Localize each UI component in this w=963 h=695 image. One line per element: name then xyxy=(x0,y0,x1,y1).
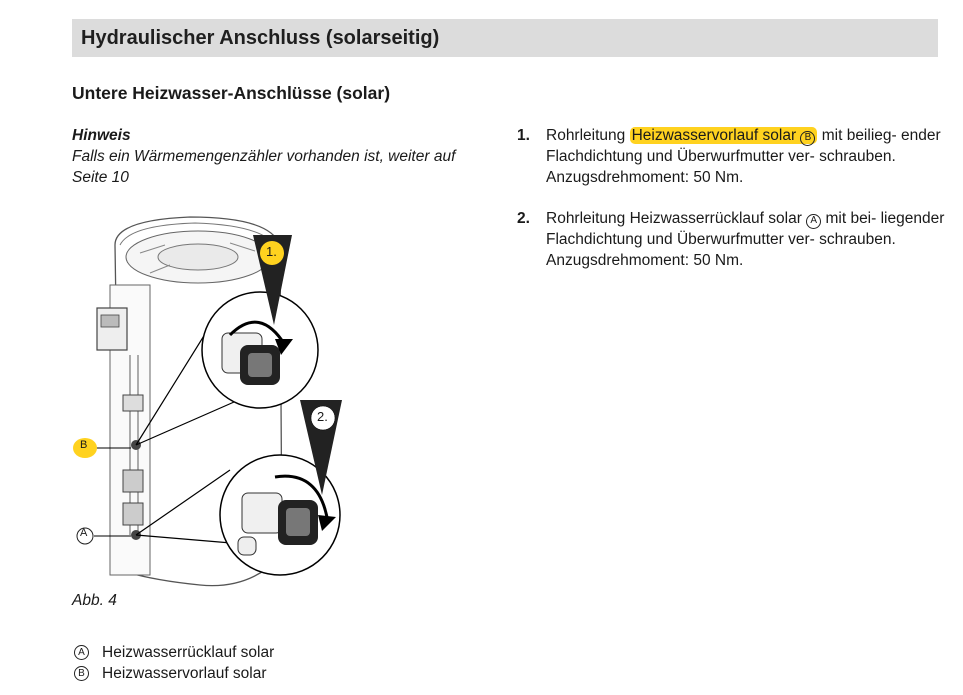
figure-legend: A Heizwasserrücklauf solar B Heizwasserv… xyxy=(74,642,274,684)
legend-item-a: A Heizwasserrücklauf solar xyxy=(74,642,274,663)
subheading: Untere Heizwasser-Anschlüsse (solar) xyxy=(72,83,391,103)
letter-b-badge: B xyxy=(800,130,816,146)
legend-text: Heizwasservorlauf solar xyxy=(102,665,267,682)
label-b: B xyxy=(80,439,88,451)
figure-caption: Abb. 4 xyxy=(72,592,117,609)
step-2: 2. Rohrleitung Heizwasserrücklauf solar … xyxy=(517,208,947,271)
note-text: Falls ein Wärmemengenzähler vorhanden is… xyxy=(72,148,456,186)
step-text-post: mit beilieg- xyxy=(817,127,897,144)
step-number: 2. xyxy=(517,210,530,227)
step-number: 1. xyxy=(517,127,530,144)
section-header: Hydraulischer Anschluss (solarseitig) xyxy=(72,19,938,57)
installation-illustration: 1. 2. B A xyxy=(70,205,380,595)
highlighted-term: Heizwasservorlauf solar B xyxy=(629,127,818,146)
legend-item-b: B Heizwasservorlauf solar xyxy=(74,663,274,684)
note-title: Hinweis xyxy=(72,127,131,144)
highlight-text: Heizwasservorlauf solar xyxy=(631,127,797,144)
step-text: Rohrleitung Heizwasservorlauf solar B mi… xyxy=(546,125,947,188)
tank-drawing xyxy=(73,216,342,587)
step-text: Rohrleitung Heizwasserrücklauf solar A m… xyxy=(546,208,947,271)
instruction-steps: 1. Rohrleitung Heizwasservorlauf solar B… xyxy=(517,125,947,291)
letter-a-badge: A xyxy=(74,645,89,660)
step-text-pre: Rohrleitung xyxy=(546,127,630,144)
letter-a-badge: A xyxy=(806,213,822,229)
step-text-rest: liegender Flachdichtung und Überwurfmutt… xyxy=(546,210,945,269)
callout-step-2: 2. xyxy=(317,409,328,424)
step-text-pre: Rohrleitung Heizwasserrücklauf solar xyxy=(546,210,807,227)
letter-b-badge: B xyxy=(74,666,89,681)
step-1: 1. Rohrleitung Heizwasservorlauf solar B… xyxy=(517,125,947,188)
legend-text: Heizwasserrücklauf solar xyxy=(102,644,275,661)
label-a: A xyxy=(80,527,88,539)
callout-step-1: 1. xyxy=(266,244,277,259)
section-title: Hydraulischer Anschluss (solarseitig) xyxy=(81,27,440,49)
note-box: Hinweis Falls ein Wärmemengenzähler vorh… xyxy=(72,125,492,188)
step-text-rest: ender Flachdichtung und Überwurfmutter v… xyxy=(546,127,941,186)
step-text-post: mit bei- xyxy=(821,210,877,227)
